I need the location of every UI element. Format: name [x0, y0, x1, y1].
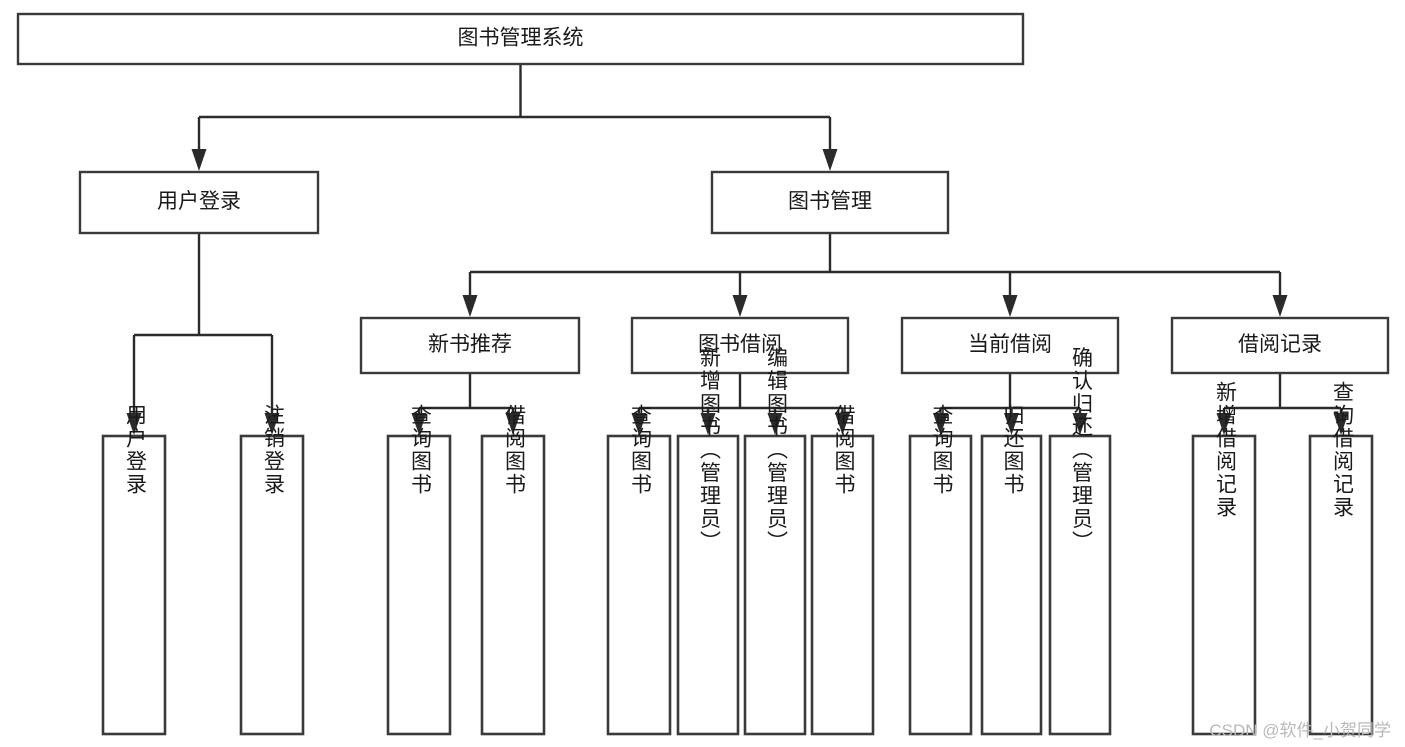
node-leaf-query-book-2[interactable]: 查询图书 — [606, 404, 672, 736]
node-label: 借阅图书 — [502, 404, 526, 496]
connector-layer — [126, 64, 1349, 435]
connector-group-root — [191, 64, 838, 171]
node-leaf-query-record[interactable]: 查询借阅记录 — [1308, 381, 1374, 736]
arrow-head-icon — [1002, 295, 1018, 317]
node-book-manage[interactable]: 图书管理 — [710, 170, 950, 235]
arrow-head-icon — [1333, 413, 1349, 435]
connector-group-new-book-rec — [411, 373, 521, 435]
node-box[interactable] — [1048, 434, 1112, 736]
node-label: 借阅图书 — [832, 404, 856, 496]
connector-group-user-login — [126, 233, 280, 435]
node-box[interactable] — [239, 434, 305, 736]
node-book-borrow[interactable]: 图书借阅 — [630, 316, 850, 375]
arrow-head-icon — [505, 413, 521, 435]
arrow-head-icon — [1072, 413, 1088, 435]
node-box[interactable] — [1191, 434, 1257, 736]
arrow-head-icon — [1216, 413, 1232, 435]
node-leaf-add-record[interactable]: 新增借阅记录 — [1191, 381, 1257, 736]
node-label: 归还图书 — [1001, 404, 1025, 496]
node-label: 查询借阅记录 — [1330, 381, 1354, 519]
node-label: 当前借阅 — [968, 333, 1052, 356]
node-box[interactable] — [359, 316, 581, 375]
node-label: 查询图书 — [628, 404, 652, 496]
node-label: 用户登录 — [157, 190, 241, 213]
node-label: 查询图书 — [930, 404, 954, 496]
node-label: 编辑图书（管理员） — [764, 347, 788, 554]
connector-group-current-borrow — [933, 373, 1088, 435]
node-label: 查询图书 — [408, 404, 432, 496]
node-label: 借阅记录 — [1238, 333, 1322, 356]
arrow-head-icon — [1004, 413, 1019, 435]
node-box[interactable] — [743, 434, 807, 736]
arrow-head-icon — [933, 413, 948, 435]
arrow-head-icon — [126, 413, 142, 435]
node-box[interactable] — [101, 434, 167, 736]
node-leaf-logout[interactable]: 注销登录 — [239, 404, 305, 736]
arrow-head-icon — [411, 413, 427, 435]
node-box[interactable] — [980, 434, 1043, 736]
arrow-head-icon — [462, 295, 478, 317]
arrow-head-icon — [767, 413, 783, 435]
node-layer: 图书管理系统用户登录图书管理新书推荐图书借阅当前借阅借阅记录用户登录注销登录查询… — [16, 12, 1390, 736]
arrow-head-icon — [631, 413, 647, 435]
node-label: 新增图书（管理员） — [697, 347, 721, 554]
node-box[interactable] — [606, 434, 672, 736]
node-box[interactable] — [480, 434, 546, 736]
node-label: 图书管理 — [788, 190, 872, 213]
node-label: 用户登录 — [123, 404, 147, 496]
node-box[interactable] — [1308, 434, 1374, 736]
node-leaf-query-book-3[interactable]: 查询图书 — [908, 404, 973, 736]
node-box[interactable] — [710, 170, 950, 235]
node-label: 图书管理系统 — [458, 27, 584, 50]
node-leaf-borrow-book-2[interactable]: 借阅图书 — [810, 404, 875, 736]
arrow-head-icon — [191, 149, 207, 171]
node-box[interactable] — [810, 434, 875, 736]
node-label: 注销登录 — [261, 404, 285, 496]
node-new-book-rec[interactable]: 新书推荐 — [359, 316, 581, 375]
node-box[interactable] — [630, 316, 850, 375]
arrow-head-icon — [835, 413, 850, 435]
node-leaf-add-book[interactable]: 新增图书（管理员） — [676, 347, 740, 736]
node-borrow-record[interactable]: 借阅记录 — [1170, 316, 1390, 375]
node-label: 确认归还（管理员） — [1069, 347, 1093, 554]
node-root[interactable]: 图书管理系统 — [16, 12, 1025, 66]
arrow-head-icon — [264, 413, 280, 435]
node-box[interactable] — [1170, 316, 1390, 375]
node-box[interactable] — [386, 434, 452, 736]
node-leaf-user-login[interactable]: 用户登录 — [101, 404, 167, 736]
node-current-borrow[interactable]: 当前借阅 — [900, 316, 1120, 375]
node-leaf-confirm-return[interactable]: 确认归还（管理员） — [1048, 347, 1112, 736]
arrow-head-icon — [700, 413, 716, 435]
node-leaf-edit-book[interactable]: 编辑图书（管理员） — [743, 347, 807, 736]
node-label: 图书借阅 — [698, 333, 782, 356]
arrow-head-icon — [732, 295, 748, 317]
node-box[interactable] — [78, 170, 320, 235]
arrow-head-icon — [1272, 295, 1288, 317]
node-box[interactable] — [16, 12, 1025, 66]
node-leaf-return-book[interactable]: 归还图书 — [980, 404, 1043, 736]
connector-group-book-manage — [462, 233, 1288, 317]
connector-group-borrow-record — [1216, 373, 1349, 435]
arrow-head-icon — [822, 149, 838, 171]
node-user-login[interactable]: 用户登录 — [78, 170, 320, 235]
node-label: 新增借阅记录 — [1213, 381, 1237, 519]
node-box[interactable] — [676, 434, 740, 736]
node-box[interactable] — [900, 316, 1120, 375]
node-box[interactable] — [908, 434, 973, 736]
node-label: 新书推荐 — [428, 333, 512, 356]
node-leaf-query-book-1[interactable]: 查询图书 — [386, 404, 452, 736]
connector-group-book-borrow — [631, 373, 850, 435]
node-leaf-borrow-book-1[interactable]: 借阅图书 — [480, 404, 546, 736]
